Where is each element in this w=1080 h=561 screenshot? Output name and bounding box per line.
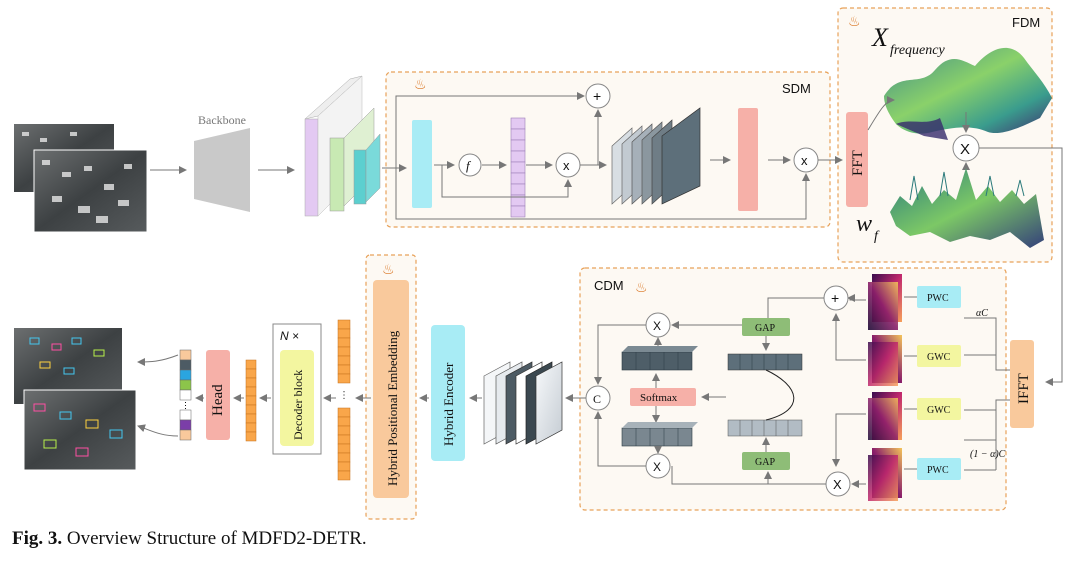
alpha-c-label: αC [976, 308, 988, 319]
sdm-out-multiply-symbol: x [801, 153, 808, 168]
gwc-bottom-block [917, 398, 961, 420]
pwc-top-label: PWC [927, 293, 949, 304]
softmax-label: Softmax [640, 392, 678, 404]
weight-surface-plot [890, 168, 1044, 248]
sdm-cyan-block [412, 120, 432, 208]
ifft-branch-bot [964, 399, 1010, 441]
cdm-top-feature [621, 346, 698, 371]
fdm-to-ifft-arrow [979, 147, 1063, 386]
backbone-trapezoid [194, 128, 250, 212]
cdm-top-mult-symbol: X [653, 319, 661, 333]
x-frequency-main: X [871, 23, 889, 52]
fft-block [846, 112, 868, 207]
input-images [14, 124, 148, 233]
sdm-label: SDM [782, 81, 811, 96]
pwc-top-block [917, 286, 961, 308]
one-minus-alpha-c-label: (1 − α)C [970, 449, 1006, 460]
pred-to-output-top [137, 354, 179, 366]
pwc-bottom-label: PWC [927, 465, 949, 476]
gap-bottom-vector [727, 419, 803, 437]
n-times-label: N × [280, 329, 299, 343]
gap-top-block [742, 318, 790, 336]
cdm-heatmaps [868, 274, 902, 501]
softmax-block [630, 388, 696, 406]
gap-top-vector [727, 353, 803, 371]
sdm-add-symbol: + [593, 88, 601, 104]
head-block [206, 350, 230, 440]
output-detection-images [14, 328, 137, 471]
cdm-concat-symbol: C [593, 392, 601, 406]
decoder-label: Decoder block [291, 370, 305, 440]
figure-caption-text: Overview Structure of MDFD2-DETR. [66, 528, 367, 549]
decoder-block [280, 350, 314, 446]
gwc-top-block [917, 345, 961, 367]
sdm-salmon-block [738, 108, 758, 211]
gap-top-label: GAP [755, 323, 775, 334]
ifft-block [1010, 340, 1034, 428]
heat-to-add [847, 294, 866, 302]
head-label: Head [210, 384, 226, 416]
ifft-branch-top [964, 317, 1010, 371]
heat3-to-mult [832, 413, 866, 467]
prediction-ellipsis: ⋯ [181, 401, 191, 410]
sdm-add-node [585, 83, 611, 109]
ifft-branch-bot2 [964, 400, 997, 411]
cdm-label: CDM [594, 278, 624, 293]
backbone-feature-maps [304, 75, 381, 217]
x-frequency-sub: frequency [890, 43, 945, 58]
sdm-skip-under-f [441, 165, 572, 198]
wf-sub: f [874, 229, 880, 244]
sdm-multiply-symbol: x [563, 158, 570, 173]
f-function-node [458, 153, 482, 177]
sdm-feature-stack [611, 107, 701, 205]
hybrid-pe-block [373, 280, 409, 498]
gap-cross-curve [765, 369, 795, 421]
flame-icon: ♨ [414, 76, 427, 92]
token-ellipsis: ⋯ [338, 390, 349, 400]
fdm-multiply-symbol: X [960, 141, 970, 158]
heat2-to-add [832, 313, 866, 361]
encoder-input-features [483, 361, 563, 445]
hybrid-encoder-label: Hybrid Encoder [441, 362, 456, 446]
gap-bottom-label: GAP [755, 457, 775, 468]
flame-icon: ♨ [635, 279, 648, 295]
mult-to-bottom-mult [671, 466, 826, 485]
f-symbol: f [466, 158, 472, 173]
sdm-attention-vector [510, 117, 526, 218]
fft-to-xfreq-arrow [867, 96, 895, 131]
cdm-bottom-feature [621, 422, 698, 447]
gap-bottom-block [742, 452, 790, 470]
sdm-module-box [385, 71, 831, 228]
figure-caption: Fig. 3. Overview Structure of MDFD2-DETR… [12, 528, 367, 550]
pred-to-output-bot [137, 424, 179, 437]
backbone-label: Backbone [198, 113, 246, 127]
cdm-multiply-symbol: X [833, 477, 842, 492]
sdm-residual-top [395, 92, 585, 168]
flame-icon: ♨ [848, 13, 861, 29]
ifft-label: IFFT [1016, 373, 1032, 404]
wf-main: w [856, 211, 872, 237]
fdm-label: FDM [1012, 15, 1040, 30]
decoder-output-tokens [245, 359, 257, 442]
gwc-bottom-label: GWC [927, 405, 951, 416]
pwc-bottom-block [917, 458, 961, 480]
top-mult-to-concat [594, 324, 646, 385]
gwc-top-label: GWC [927, 352, 951, 363]
prediction-tokens [179, 349, 192, 441]
flame-icon: ♨ [382, 261, 395, 277]
fft-label: FFT [850, 150, 866, 176]
figure-caption-label: Fig. 3. [12, 528, 63, 549]
hybrid-encoder-block [431, 325, 465, 461]
hybrid-pe-label: Hybrid Positional Embedding [385, 330, 400, 486]
bottom-mult-to-concat [594, 411, 646, 467]
sdm-bottom-skip [395, 168, 810, 220]
cdm-add-symbol: + [831, 290, 839, 306]
token-column [337, 319, 351, 481]
cdm-bottom-mult-symbol: X [653, 460, 661, 474]
ifft-branch-top2 [964, 354, 997, 370]
frequency-surface-plot [884, 47, 1052, 140]
